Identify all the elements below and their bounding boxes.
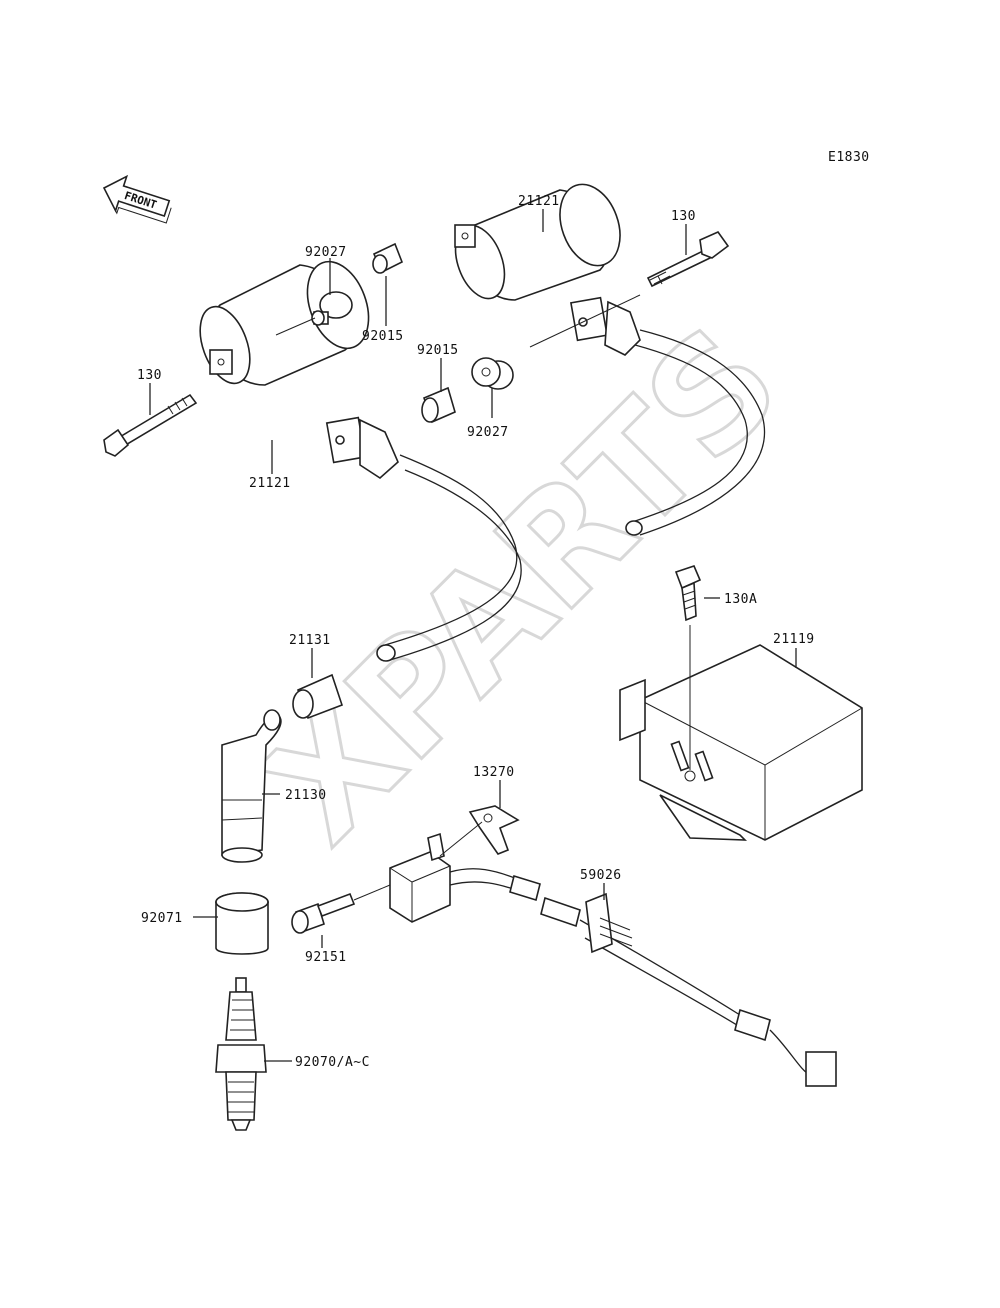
igniter-unit — [619, 644, 863, 841]
callout-bracket: 13270 — [473, 765, 515, 780]
collar-left-92015 — [372, 242, 404, 274]
ignition-coil-right — [454, 183, 765, 536]
callout-seal: 92071 — [141, 911, 183, 926]
callout-washer-left: 92027 — [305, 245, 347, 260]
seal-92071 — [215, 892, 269, 955]
spark-plug-92070 — [215, 977, 267, 1131]
front-arrow-icon: FRONT — [102, 174, 172, 224]
cap-21131 — [292, 673, 344, 720]
callout-coil-right: 21121 — [518, 194, 560, 209]
diagram-code: E1830 — [828, 150, 870, 165]
washer-left-92027 — [311, 291, 353, 326]
callout-bolt-left: 130 — [137, 368, 162, 383]
screw-92151 — [291, 884, 391, 934]
leader-lines — [149, 209, 797, 1062]
bolt-left — [103, 393, 198, 457]
grommet-59026 — [585, 892, 633, 954]
callout-spark-plug: 92070/A~C — [295, 1055, 370, 1070]
callout-coil-left: 21121 — [249, 476, 291, 491]
callout-cap: 21131 — [289, 633, 331, 648]
callout-collar-left: 92015 — [362, 329, 404, 344]
plug-cap-21130 — [221, 709, 282, 863]
callout-bolt-right: 130 — [671, 209, 696, 224]
bolt-igniter-130a — [674, 565, 702, 770]
ignition-coil-left — [199, 260, 522, 662]
callout-screw: 92151 — [305, 950, 347, 965]
callout-washer-mid: 92027 — [467, 425, 509, 440]
callout-collar-mid: 92015 — [417, 343, 459, 358]
callout-plug-cap: 21130 — [285, 788, 327, 803]
callout-igniter: 21119 — [773, 632, 815, 647]
washer-mid-92027 — [471, 357, 514, 390]
bracket-13270 — [439, 805, 520, 857]
callout-bolt-igniter: 130A — [724, 592, 757, 607]
pickup-coil — [389, 832, 837, 1087]
collar-mid-92015 — [421, 386, 456, 424]
bolt-right — [646, 231, 730, 288]
callout-grommet: 59026 — [580, 868, 622, 883]
